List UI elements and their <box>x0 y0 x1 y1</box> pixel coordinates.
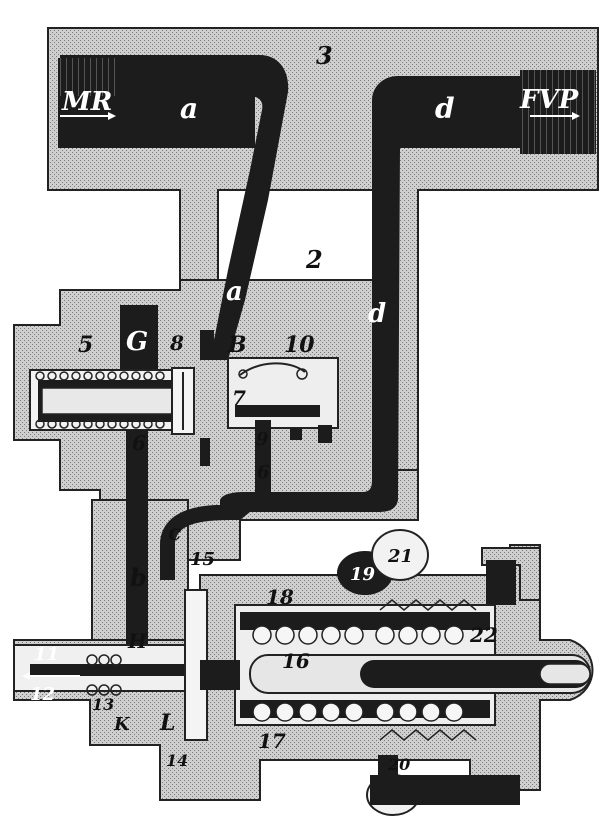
label-16: 16 <box>282 649 310 673</box>
label-3: 3 <box>316 41 333 70</box>
label-fvp: FVP <box>519 85 580 115</box>
label-k: K <box>113 714 131 735</box>
label-6b: 6 <box>257 462 270 483</box>
label-22: 22 <box>469 623 498 647</box>
label-5: 5 <box>78 332 93 358</box>
label-19: 19 <box>350 564 376 585</box>
port-6-left <box>200 438 210 466</box>
label-13: 13 <box>92 695 114 714</box>
spring-5-coils <box>35 371 165 429</box>
passage-a <box>60 55 289 360</box>
label-10: 10 <box>284 332 315 358</box>
sawtooth-top <box>379 599 477 611</box>
label-20: 20 <box>387 755 410 774</box>
piston-hub <box>200 660 240 690</box>
label-12: 12 <box>30 684 55 705</box>
spring-16-coils <box>252 625 464 722</box>
g-block <box>120 305 158 370</box>
passage-c <box>160 505 240 580</box>
label-g: G <box>126 327 148 357</box>
label-8: 8 <box>169 331 184 355</box>
bolt-20-shank <box>370 775 520 805</box>
label-b-lower: b <box>130 563 147 592</box>
label-b-upper: B <box>227 332 247 358</box>
label-d-mid: d <box>368 299 386 329</box>
label-2: 2 <box>305 245 323 274</box>
label-a-mid: a <box>226 277 243 307</box>
label-c: c <box>168 520 182 546</box>
block-8 <box>200 330 214 360</box>
label-18: 18 <box>266 585 294 609</box>
passage-9 <box>255 420 271 492</box>
fvp-threads <box>520 70 596 154</box>
label-h: H <box>127 629 148 653</box>
cam-21 <box>371 529 429 581</box>
label-11: 11 <box>34 644 59 665</box>
label-d-top: d <box>435 92 455 125</box>
label-21: 21 <box>387 546 413 567</box>
label-mr: MR <box>61 87 112 117</box>
spring-13-coils <box>86 654 122 696</box>
passage-b <box>126 430 148 650</box>
label-l: L <box>159 710 175 736</box>
label-14: 14 <box>166 751 188 770</box>
sawtooth-bottom <box>379 729 477 741</box>
label-6a: 6 <box>132 431 146 455</box>
label-17: 17 <box>258 729 286 753</box>
label-a-top: a <box>180 92 198 125</box>
right-cap-dark <box>486 560 516 605</box>
label-9: 9 <box>256 429 269 450</box>
label-15: 15 <box>190 549 215 570</box>
label-7: 7 <box>232 386 246 410</box>
